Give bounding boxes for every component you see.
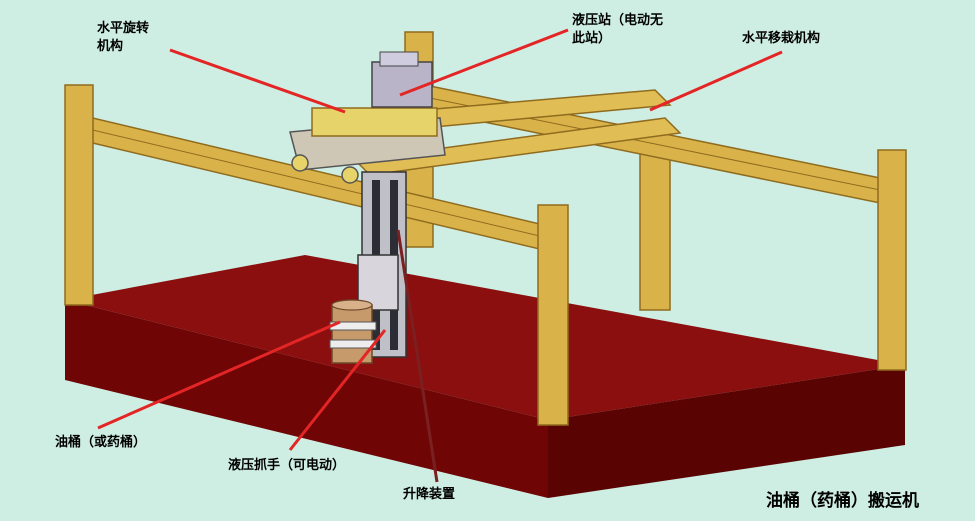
base-side [548,365,905,498]
base-top [65,255,905,420]
column-front-center [537,204,569,426]
label-hydraulic-station: 液压站（电动无 此站） [572,12,663,48]
label-hydraulic-gripper: 液压抓手（可电动） [228,458,346,473]
label-horizontal-rotation-line2: 机构 [97,39,124,54]
cross-beam-front [353,117,682,176]
leader-lifting-device [396,229,439,483]
label-hydraulic-station-line2: 此站） [572,31,612,46]
label-horizontal-rotation-line1: 水平旋转 [97,21,150,36]
leader-oil-drum [97,320,341,430]
label-oil-drum: 油桶（或药桶） [55,435,147,450]
diagram-title: 油桶（药桶）搬运机 [766,491,919,511]
leader-hydraulic-gripper [288,329,387,451]
leader-hydraulic-station [399,28,569,97]
leader-horizontal-rotation [169,48,346,114]
column-front-left [64,84,94,306]
label-lifting-device: 升降装置 [403,487,456,502]
hydraulic-station-body [371,61,433,108]
base-front [65,300,548,498]
leader-horizontal-transfer [649,50,783,112]
column-back-right [639,134,671,311]
label-hydraulic-station-line1: 液压站（电动无 [572,13,664,28]
label-horizontal-transfer: 水平移栽机构 [742,31,821,46]
label-horizontal-rotation: 水平旋转 机构 [97,20,149,56]
rotation-plate [311,107,438,137]
column-front-right [877,149,907,371]
